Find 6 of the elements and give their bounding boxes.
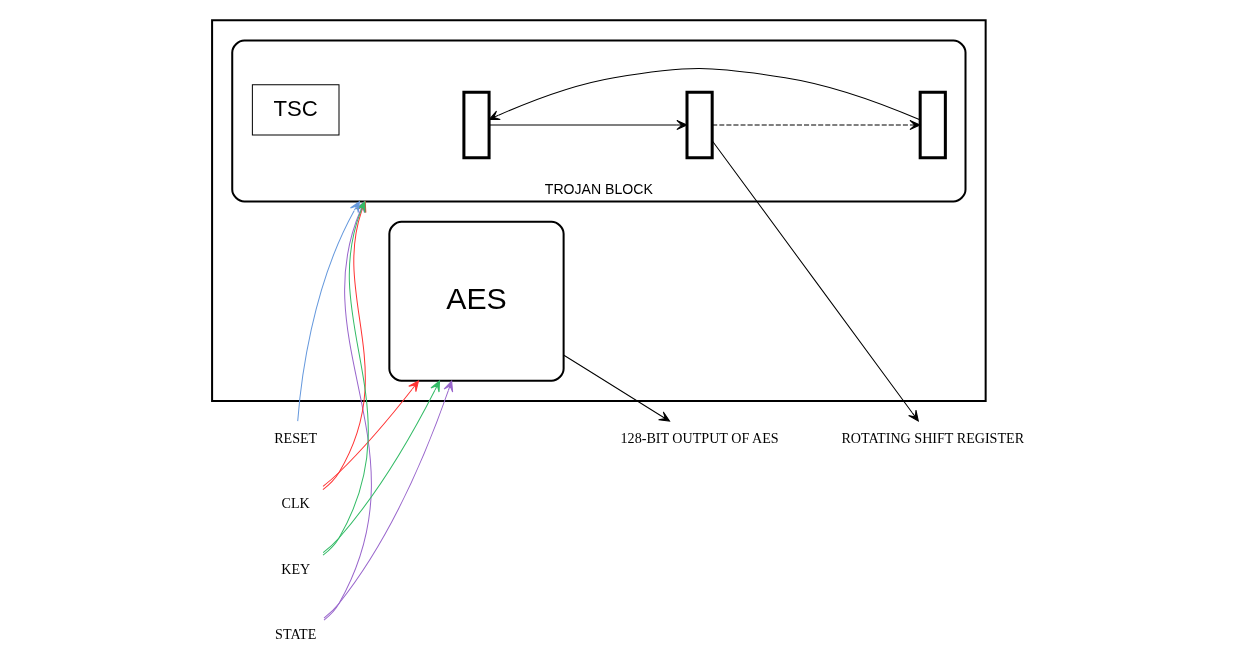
node-text: ROTATING SHIFT REGISTER — [840, 429, 1024, 446]
node-text: CLK — [281, 495, 310, 512]
node-text: KEY — [280, 560, 310, 577]
node-text: RESET — [273, 429, 317, 446]
node-text: 128-BIT OUTPUT OF AES — [620, 429, 779, 446]
node-text: STATE — [274, 626, 316, 643]
